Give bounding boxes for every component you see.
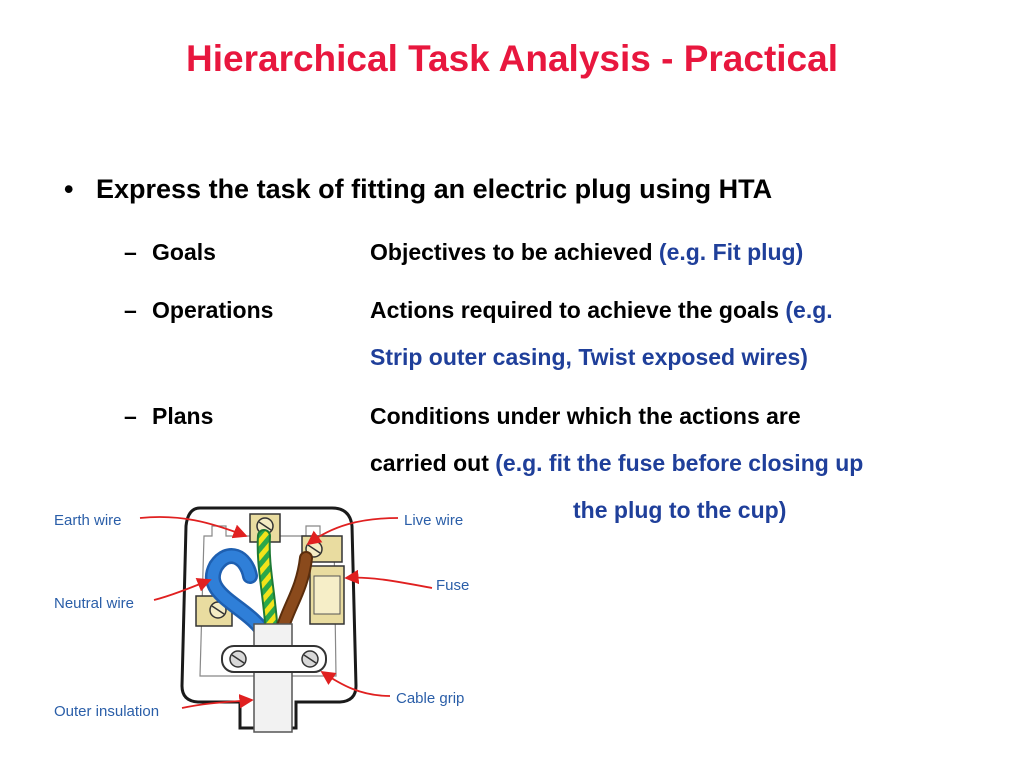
arrow-earth xyxy=(139,516,248,539)
dash-goals: – xyxy=(124,239,137,265)
desc-operations: Actions required to achieve the goals (e… xyxy=(370,287,990,381)
label-neutral-wire: Neutral wire xyxy=(54,595,134,612)
term-plans: Plans xyxy=(152,403,214,429)
arrow-outer xyxy=(181,694,254,709)
outer-insulation-sheath xyxy=(253,623,293,733)
desc-goals-text: Objectives to be achieved xyxy=(370,239,659,265)
desc-operations-text: Actions required to achieve the goals xyxy=(370,297,786,323)
bullet-dot-icon: • xyxy=(64,174,74,204)
label-outer-insulation: Outer insulation xyxy=(54,703,159,720)
slide-title: Hierarchical Task Analysis - Practical xyxy=(186,38,838,79)
label-cable-grip: Cable grip xyxy=(396,690,464,707)
desc-operations-line1: Actions required to achieve the goals (e… xyxy=(370,287,990,334)
arrow-grip xyxy=(320,671,391,697)
desc-plans-text2: carried out xyxy=(370,450,496,476)
term-operations: Operations xyxy=(152,297,274,323)
desc-goals-example: (e.g. Fit plug) xyxy=(658,239,804,265)
main-bullet-text: Express the task of fitting an electric … xyxy=(96,174,773,204)
dash-operations: – xyxy=(124,297,137,323)
arrow-fuse xyxy=(344,569,433,589)
label-fuse: Fuse xyxy=(436,577,469,594)
arrow-neutral xyxy=(153,577,212,601)
label-earth-wire: Earth wire xyxy=(54,512,122,529)
desc-operations-line2: Strip outer casing, Twist exposed wires) xyxy=(370,344,808,370)
plug-diagram: Earth wire Neutral wire Outer insulation… xyxy=(54,506,469,733)
dash-plans: – xyxy=(124,403,137,429)
desc-operations-example-start: (e.g. xyxy=(785,297,833,323)
desc-plans-line2: carried out (e.g. fit the fuse before cl… xyxy=(370,440,990,487)
desc-plans-line3: the plug to the cup) xyxy=(573,497,787,523)
desc-plans-example-start: (e.g. fit the fuse before closing up xyxy=(495,450,864,476)
desc-plans-line1: Conditions under which the actions are xyxy=(370,403,801,429)
label-live-wire: Live wire xyxy=(404,512,463,529)
desc-plans: Conditions under which the actions are c… xyxy=(370,393,990,534)
term-goals: Goals xyxy=(152,239,216,265)
arrow-live xyxy=(306,517,399,546)
desc-goals: Objectives to be achieved (e.g. Fit plug… xyxy=(370,229,990,276)
desc-goals-line1: Objectives to be achieved (e.g. Fit plug… xyxy=(370,229,990,276)
cable-grip xyxy=(221,645,327,673)
